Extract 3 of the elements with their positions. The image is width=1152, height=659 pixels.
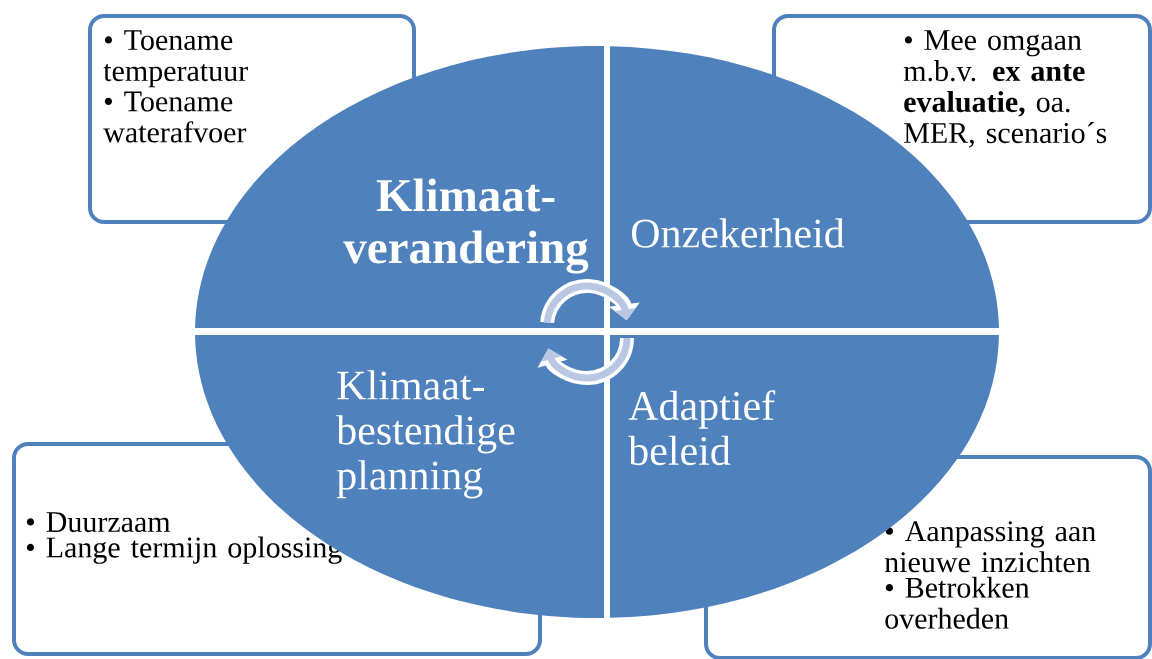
bullet-item: • Duurzaam xyxy=(26,512,171,533)
cycle-arrow xyxy=(543,282,640,324)
cycle-arrow xyxy=(537,337,634,385)
